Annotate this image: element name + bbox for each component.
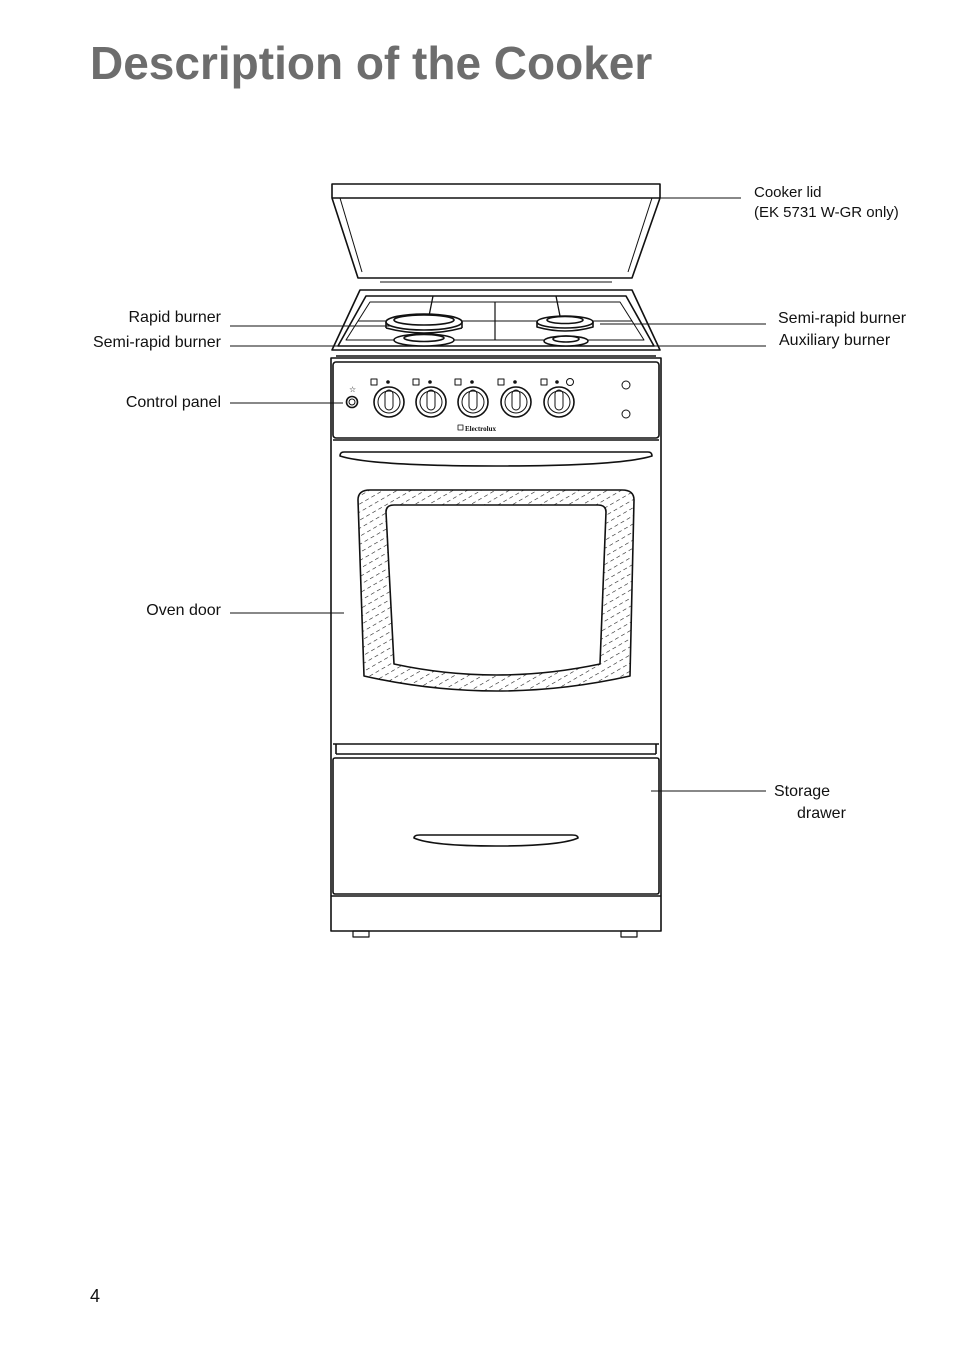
brand-logo: Electrolux <box>465 425 496 433</box>
control-panel: ☆ Electrolux <box>332 361 660 441</box>
cooker-feet <box>352 930 638 938</box>
semi-rapid-burner-left-label: Semi-rapid burner <box>92 334 221 351</box>
oven-door <box>333 451 659 755</box>
page-title: Description of the Cooker <box>90 37 653 89</box>
storage-drawer-label-line1: Storage <box>774 783 831 800</box>
semi-rapid-burner-right <box>536 315 594 332</box>
control-panel-label: Control panel <box>125 394 221 411</box>
cooker-lid-label-line2: (EK 5731 W-GR only) <box>754 204 899 221</box>
storage-drawer-label-line2: drawer <box>797 805 846 822</box>
page-number: 4 <box>90 1286 101 1306</box>
auxiliary-burner-label: Auxiliary burner <box>779 332 891 349</box>
auxiliary-burner <box>543 335 589 347</box>
oven-door-label: Oven door <box>146 602 221 619</box>
storage-drawer-label: Storage drawer <box>774 781 846 825</box>
cooker-lid-label-line1: Cooker lid <box>754 184 822 201</box>
rapid-burner-label: Rapid burner <box>128 309 222 326</box>
cooker-lid-label: Cooker lid (EK 5731 W-GR only) <box>754 183 899 223</box>
rapid-burner <box>385 313 463 334</box>
cooker-lid <box>331 183 661 283</box>
control-knobs <box>373 386 575 418</box>
semi-rapid-burner-right-label: Semi-rapid burner <box>778 310 907 327</box>
storage-drawer <box>332 757 660 895</box>
semi-rapid-burner-left <box>393 333 455 347</box>
svg-text:☆: ☆ <box>349 385 356 394</box>
cooker-body <box>330 357 662 932</box>
leader-lines <box>230 197 766 792</box>
